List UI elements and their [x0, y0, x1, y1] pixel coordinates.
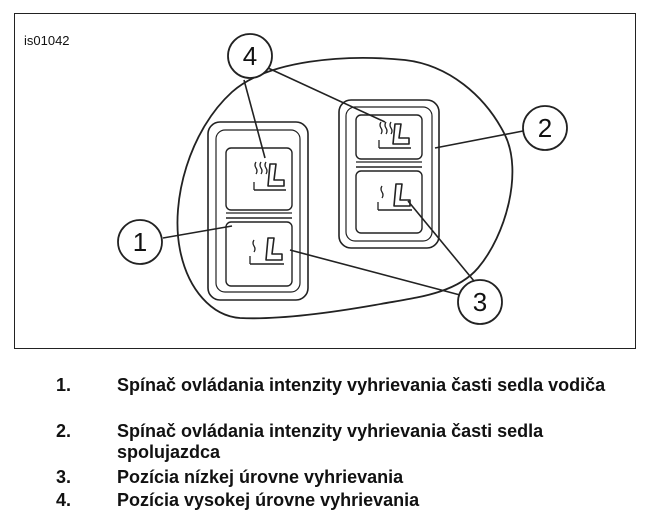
callout-1: 1	[117, 219, 163, 265]
legend-text: Spínač ovládania intenzity vyhrievania č…	[117, 375, 606, 395]
seat-heater-switch-diagram: 4 2 1 3	[117, 33, 568, 325]
passenger-high-heat-button	[355, 114, 423, 160]
legend-number: 4.	[56, 490, 72, 510]
seat-high-heat-icon	[378, 121, 411, 149]
legend-number: 2.	[56, 421, 72, 441]
legend-text: Pozícia nízkej úrovne vyhrievania	[117, 467, 404, 487]
seat-low-heat-icon	[249, 237, 284, 265]
seat-low-heat-icon	[377, 183, 412, 211]
figure-frame	[14, 13, 636, 349]
callout-1-label: 1	[133, 227, 147, 257]
passenger-low-heat-button	[355, 170, 423, 234]
legend-number: 3.	[56, 467, 72, 487]
callout-2-label: 2	[538, 113, 552, 143]
callout-2: 2	[522, 105, 568, 151]
legend-text: Spínač ovládania intenzity vyhrievania č…	[117, 421, 544, 462]
legend-text: Pozícia vysokej úrovne vyhrievania	[117, 490, 420, 510]
leader-lines	[162, 67, 524, 296]
driver-high-heat-button	[225, 147, 293, 211]
driver-low-heat-button	[225, 221, 293, 287]
callout-4: 4	[227, 33, 273, 79]
seat-high-heat-icon	[253, 161, 286, 191]
callout-4-label: 4	[243, 41, 257, 71]
legend-number: 1.	[56, 375, 72, 395]
figure-id: is01042	[24, 33, 70, 48]
callout-3-label: 3	[473, 287, 487, 317]
callout-3: 3	[457, 279, 503, 325]
